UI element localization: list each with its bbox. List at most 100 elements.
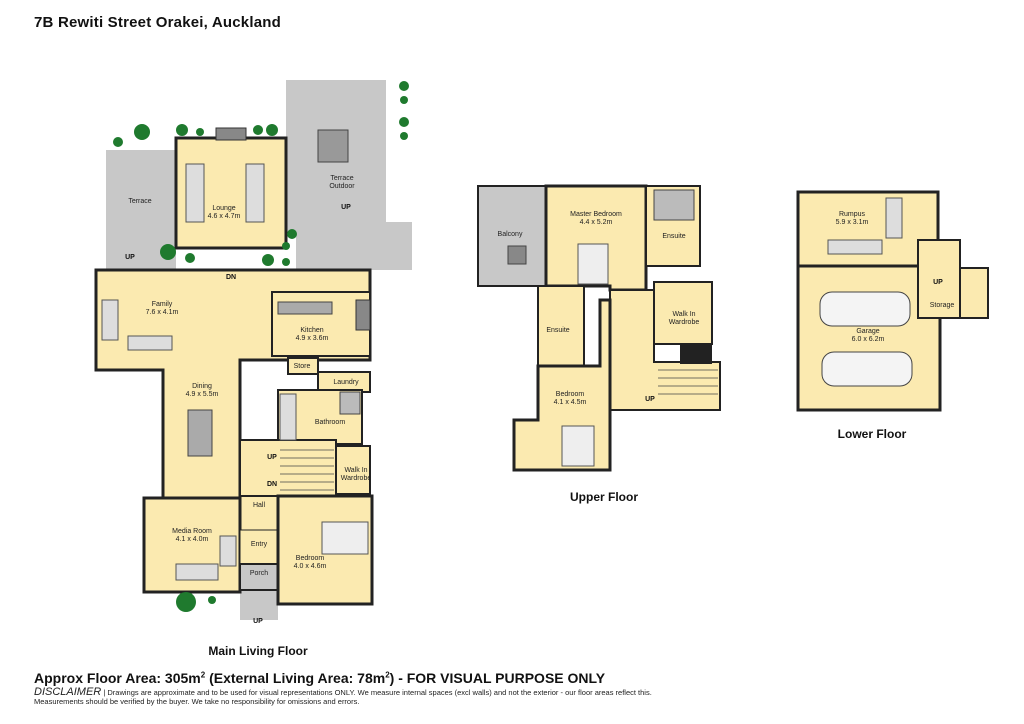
label-laundry: Laundry: [333, 379, 359, 386]
main-stairs-icon: [280, 449, 334, 491]
label-terrace-outdoor: Terrace: [330, 175, 353, 182]
marker-up-upper: UP: [645, 396, 655, 403]
disclaimer-heading: DISCLAIMER: [34, 686, 102, 698]
label-dining-dim: 4.9 x 5.5m: [186, 391, 219, 398]
car-bottom-icon: [821, 351, 913, 387]
label-storage: Storage: [930, 302, 955, 309]
family-sofa-icon: [101, 299, 119, 341]
label-rumpus-dim: 5.9 x 3.1m: [836, 219, 869, 226]
disclaimer: DISCLAIMER | Drawings are approximate an…: [34, 686, 734, 707]
media-sofa-icon: [175, 563, 219, 581]
label-balcony: Balcony: [498, 231, 523, 238]
label-family-dim: 7.6 x 4.1m: [146, 309, 179, 316]
porch-steps: [240, 590, 278, 620]
bath-tub-icon: [279, 393, 297, 441]
property-title: 7B Rewiti Street Orakei, Auckland: [34, 14, 281, 31]
marker-up-terrace: UP: [125, 254, 135, 261]
label-store: Store: [294, 363, 311, 370]
label-ensuite-left: Ensuite: [546, 327, 569, 334]
master-bed-icon: [577, 243, 609, 285]
label-bedroom-upper: Bedroom: [556, 391, 585, 398]
kitchen-island-icon: [277, 301, 333, 315]
label-terrace-outdoor-2: Outdoor: [329, 183, 355, 190]
marker-up-porch: UP: [253, 618, 263, 625]
label-terrace-left: Terrace: [128, 198, 151, 205]
dining-table-icon: [187, 409, 213, 457]
main-floor-label: Main Living Floor: [208, 644, 308, 658]
label-master: Master Bedroom: [570, 211, 622, 218]
car-top-icon: [819, 291, 911, 327]
marker-dn-lounge: DN: [226, 274, 236, 281]
balcony-area: [477, 185, 547, 287]
label-master-dim: 4.4 x 5.2m: [580, 219, 613, 226]
upper-bed-icon: [561, 425, 595, 467]
family-couch-icon: [127, 335, 173, 351]
label-walkin-main-2: Wardrobe: [341, 475, 372, 482]
area-sup-2: 2: [385, 670, 390, 680]
upper-shower-icon: [653, 189, 695, 221]
label-walkin-upper-2: Wardrobe: [669, 319, 700, 326]
label-bedroom-main: Bedroom: [296, 555, 325, 562]
marker-up-stairs: UP: [267, 454, 277, 461]
disclaimer-line1: | Drawings are approximate and to be use…: [101, 688, 652, 697]
label-bedroom-main-dim: 4.0 x 4.6m: [294, 563, 327, 570]
lounge-room: [174, 136, 288, 250]
terrace-outdoor-deck: [296, 222, 412, 270]
bedroom-bed-icon: [321, 521, 369, 555]
marker-up-lower: UP: [933, 279, 943, 286]
ensuite-upper-left: [537, 285, 585, 367]
floor-area-summary: Approx Floor Area: 305m2 (External Livin…: [34, 670, 605, 686]
label-hall: Hall: [253, 502, 266, 509]
label-walkin-main: Walk In: [344, 467, 367, 474]
label-porch: Porch: [250, 570, 268, 577]
upper-floor: Balcony Master Bedroom 4.4 x 5.2m Ensuit…: [477, 184, 721, 504]
label-bedroom-upper-dim: 4.1 x 4.5m: [554, 399, 587, 406]
label-garage: Garage: [856, 328, 879, 335]
disclaimer-line2: Measurements should be verified by the b…: [34, 697, 360, 706]
upper-void-icon: [680, 344, 712, 364]
outdoor-table-icon: [317, 129, 349, 163]
label-ensuite-right: Ensuite: [662, 233, 685, 240]
fireplace-icon: [215, 127, 247, 141]
upper-floor-label: Upper Floor: [570, 490, 638, 504]
label-garage-dim: 6.0 x 6.2m: [852, 336, 885, 343]
label-lounge-dim: 4.6 x 4.7m: [208, 213, 241, 220]
label-dining: Dining: [192, 383, 212, 390]
area-suffix: ) - FOR VISUAL PURPOSE ONLY: [389, 670, 606, 686]
media-armchair-icon: [219, 535, 237, 567]
label-kitchen-dim: 4.9 x 3.6m: [296, 335, 329, 342]
lower-floor-label: Lower Floor: [838, 427, 907, 441]
label-media: Media Room: [172, 528, 212, 535]
area-mid: (External Living Area: 78m: [205, 670, 386, 686]
label-media-dim: 4.1 x 4.0m: [176, 536, 209, 543]
label-walkin-upper: Walk In: [672, 311, 695, 318]
lounge-sofa-right: [245, 163, 265, 223]
lower-stairs-room: [959, 267, 989, 319]
label-rumpus: Rumpus: [839, 211, 866, 218]
area-prefix: Approx Floor Area: 305m: [34, 670, 201, 686]
plant-icons: [113, 81, 409, 612]
label-entry: Entry: [251, 541, 268, 548]
marker-up-outdoor: UP: [341, 204, 351, 211]
balcony-table-icon: [507, 245, 527, 265]
porch-room: [239, 563, 279, 591]
label-lounge: Lounge: [212, 205, 235, 212]
label-family: Family: [152, 301, 173, 308]
shower-icon: [339, 391, 361, 415]
lower-floor: Rumpus 5.9 x 3.1m Garage 6.0 x 6.2m Stor…: [796, 190, 989, 441]
main-floor: Terrace Lounge 4.6 x 4.7m Terrace Outdoo…: [94, 80, 412, 658]
rumpus-chair-icon: [885, 197, 903, 239]
rumpus-sofa-icon: [827, 239, 883, 255]
entry-room: [239, 529, 279, 565]
area-sup-1: 2: [200, 670, 206, 680]
upper-stairs-icon: [658, 369, 718, 395]
marker-dn-stairs: DN: [267, 481, 277, 488]
lounge-sofa-left: [185, 163, 205, 223]
label-bathroom: Bathroom: [315, 419, 346, 426]
walkin-main-room: [335, 445, 371, 495]
store-room: [287, 357, 319, 375]
stair-hall-room: [239, 439, 337, 497]
cooktop-icon: [355, 299, 371, 331]
label-kitchen: Kitchen: [300, 327, 323, 334]
